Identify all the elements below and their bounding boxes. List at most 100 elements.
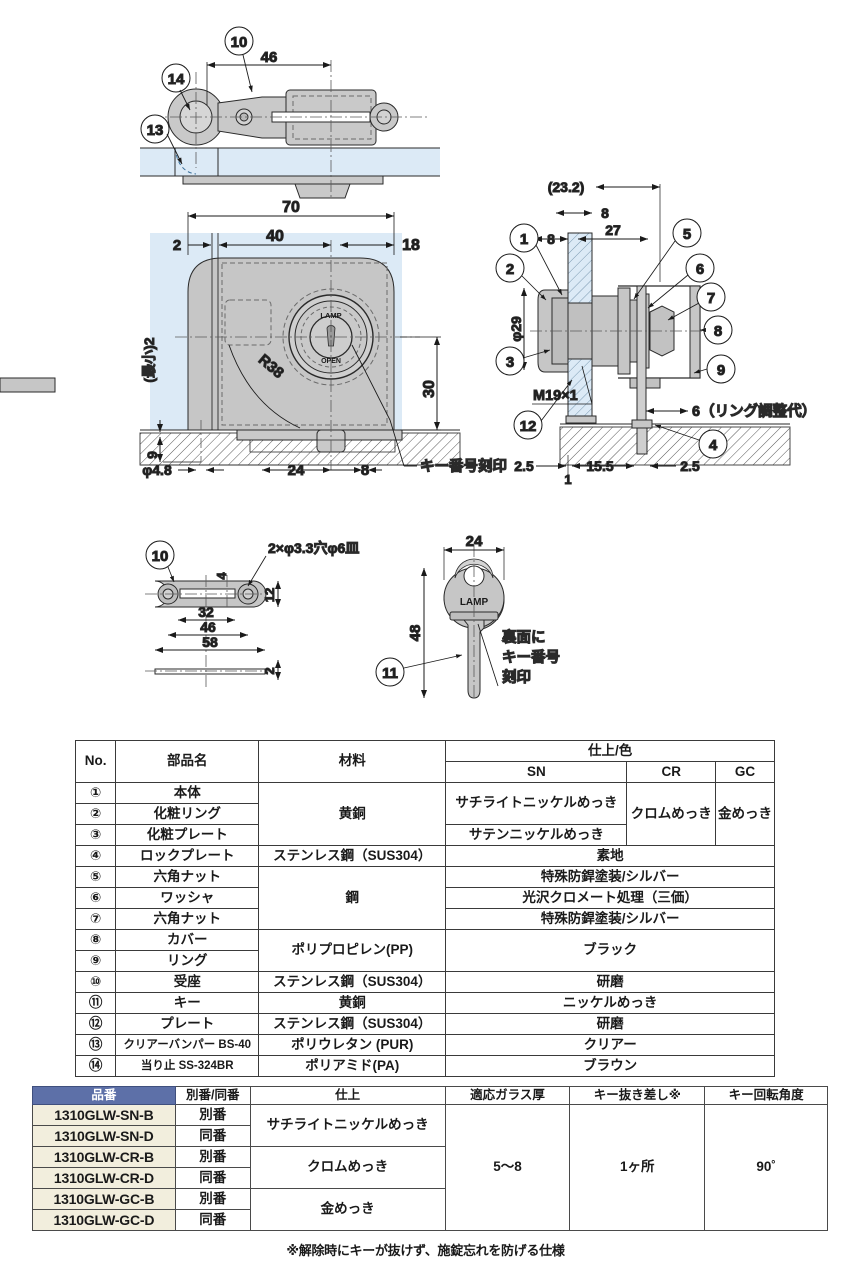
table-row: ⑦ 六角ナット 特殊防銲塗装/シルバー <box>74 908 775 930</box>
product-table-header-row: 品番 別番/同番 仕上 適応ガラス厚 キー抜き差し※ キー回転角度 <box>32 1086 828 1105</box>
header-sn: SN <box>445 761 628 783</box>
part-name: カバー <box>115 929 260 951</box>
table-row: ② 化粧リング <box>74 803 775 825</box>
finish-all: 特殊防銲塗装/シルバー <box>445 908 775 930</box>
key-numbering: 別番 <box>174 1188 251 1210</box>
part-name: 化粧リング <box>115 803 260 825</box>
header-cr: CR <box>626 761 716 783</box>
part-no: ① <box>74 782 117 804</box>
view-strike-plate: 10 2×φ3.3穴φ6皿 4 32 46 58 12 2 <box>145 540 360 690</box>
dim-2-strike: 2 <box>262 667 277 674</box>
finish-all: ブラック <box>445 929 775 972</box>
dim-40: 40 <box>266 228 284 245</box>
dim-32: 32 <box>198 604 214 620</box>
parts-table-header-row-2: SN CR GC <box>76 761 776 783</box>
part-material: ポリアミド(PA) <box>258 1055 447 1077</box>
finish-all: 光沢クロメート処理（三価） <box>445 887 775 909</box>
part-no: ⑪ <box>74 992 117 1014</box>
parts-table-header-row-1: No. 部品名 材料 仕上/色 <box>74 740 775 783</box>
product-code: 1310GLW-SN-B <box>32 1104 176 1126</box>
header-gc: GC <box>714 761 776 783</box>
dim-8-section-a: 8 <box>601 205 609 221</box>
finish-all: 研磨 <box>445 971 775 993</box>
table-row: ⑥ ワッシャ 光沢クロメート処理（三価） <box>74 887 775 909</box>
dim-4-strike: 4 <box>214 572 229 580</box>
part-name: 六角ナット <box>115 866 260 888</box>
table-row: 1310GLW-GC-D 同番 <box>32 1209 828 1231</box>
view-top: 46 10 14 13 <box>140 26 440 200</box>
finish-sn: サチライトニッケルめっき <box>445 782 628 825</box>
part-no: ④ <box>74 845 117 867</box>
dim-12: 12 <box>262 588 277 602</box>
header-part-name: 部品名 <box>115 740 260 783</box>
callout-12: 12 <box>520 418 537 435</box>
callout-8: 8 <box>714 323 722 340</box>
table-row: ⑬ クリアーバンパー BS-40 ポリウレタン (PUR) クリアー <box>74 1034 775 1056</box>
table-row: ⑪ キー 黄銅 ニッケルめっき <box>74 992 775 1014</box>
header-key-removal: キー抜き差し※ <box>569 1086 706 1105</box>
key-numbering: 同番 <box>174 1209 251 1231</box>
product-finish: 金めっき <box>249 1188 446 1231</box>
part-material: ポリウレタン (PUR) <box>258 1034 447 1056</box>
table-row: 1310GLW-CR-B 別番 クロムめっき <box>32 1146 828 1189</box>
header-key-rotation: キー回転角度 <box>704 1086 828 1105</box>
parts-specification-table: No. 部品名 材料 仕上/色 SN CR GC ① 本体 黄銅 サチライトニッ… <box>74 740 776 1077</box>
key-note-line-1: 裏面に <box>501 628 546 646</box>
callout-6: 6 <box>696 261 704 278</box>
header-glass-thickness: 適応ガラス厚 <box>444 1086 571 1105</box>
part-material: ポリプロピレン(PP) <box>258 929 447 972</box>
dim-46-strike: 46 <box>200 619 216 635</box>
table-row: ④ ロックプレート ステンレス鋼（SUS304） 素地 <box>74 845 775 867</box>
key-number-stamp-label: キー番号刻印 <box>420 457 507 475</box>
header-finish: 仕上 <box>249 1086 446 1105</box>
key-numbering: 別番 <box>174 1146 251 1168</box>
header-key-numbering: 別番/同番 <box>174 1086 251 1105</box>
part-no: ⑤ <box>74 866 117 888</box>
header-no: No. <box>74 740 117 783</box>
key-removal-positions: 1ヶ所 <box>569 1104 706 1231</box>
callout-9: 9 <box>717 362 725 379</box>
part-material: 黄銅 <box>258 992 447 1014</box>
table-row: ⑫ プレート ステンレス鋼（SUS304） 研磨 <box>74 1013 775 1035</box>
part-no: ⑨ <box>74 950 117 972</box>
finish-all: 研磨 <box>445 1013 775 1035</box>
table-row: ⑩ 受座 ステンレス鋼（SUS304） 研磨 <box>74 971 775 993</box>
finish-sn: サテンニッケルめっき <box>445 824 628 846</box>
finish-all: ブラウン <box>445 1055 775 1077</box>
dim-70: 70 <box>282 199 300 216</box>
key-numbering: 同番 <box>174 1167 251 1189</box>
strike-hole-note: 2×φ3.3穴φ6皿 <box>268 540 359 556</box>
finish-all: 素地 <box>445 845 775 867</box>
product-code: 1310GLW-GC-B <box>32 1188 176 1210</box>
product-code: 1310GLW-GC-D <box>32 1209 176 1231</box>
part-name: ワッシャ <box>115 887 260 909</box>
finish-all: ニッケルめっき <box>445 992 775 1014</box>
dim-phi29: φ29 <box>508 316 524 342</box>
part-material: ステンレス鋼（SUS304） <box>258 1013 447 1035</box>
finish-all: クリアー <box>445 1034 775 1056</box>
part-name: 本体 <box>115 782 260 804</box>
dim-27: 27 <box>605 222 621 238</box>
product-variant-table: 品番 別番/同番 仕上 適応ガラス厚 キー抜き差し※ キー回転角度 1310GL… <box>32 1086 828 1231</box>
part-no: ⑧ <box>74 929 117 951</box>
part-material: ステンレス鋼（SUS304） <box>258 971 447 993</box>
table-row: ③ 化粧プレート サテンニッケルめっき <box>74 824 775 846</box>
label-m19: M19×1 <box>533 388 578 404</box>
finish-all: 特殊防銲塗装/シルバー <box>445 866 775 888</box>
dim-48: 48 <box>407 625 424 642</box>
part-name: 化粧プレート <box>115 824 260 846</box>
table-row: 1310GLW-GC-B 別番 金めっき <box>32 1188 828 1231</box>
dim-1-section: 1 <box>564 472 571 487</box>
key-logo-text: LAMP <box>460 597 489 608</box>
callout-7: 7 <box>707 290 715 307</box>
product-code: 1310GLW-SN-D <box>32 1125 176 1147</box>
part-no: ⑫ <box>74 1013 117 1035</box>
part-material: 鋼 <box>258 866 447 930</box>
part-no: ③ <box>74 824 117 846</box>
table-row: ① 本体 黄銅 サチライトニッケルめっき クロムめっき 金めっき <box>74 782 776 846</box>
part-name: クリアーバンパー BS-40 <box>115 1034 260 1056</box>
footnote-text: ※解除時にキーが抜けず、施錠忘れを防げる仕様 <box>286 1243 565 1258</box>
part-name: 当り止 SS-324BR <box>115 1055 260 1077</box>
header-finish-color: 仕上/色 <box>445 740 775 762</box>
part-name: リング <box>115 950 260 972</box>
